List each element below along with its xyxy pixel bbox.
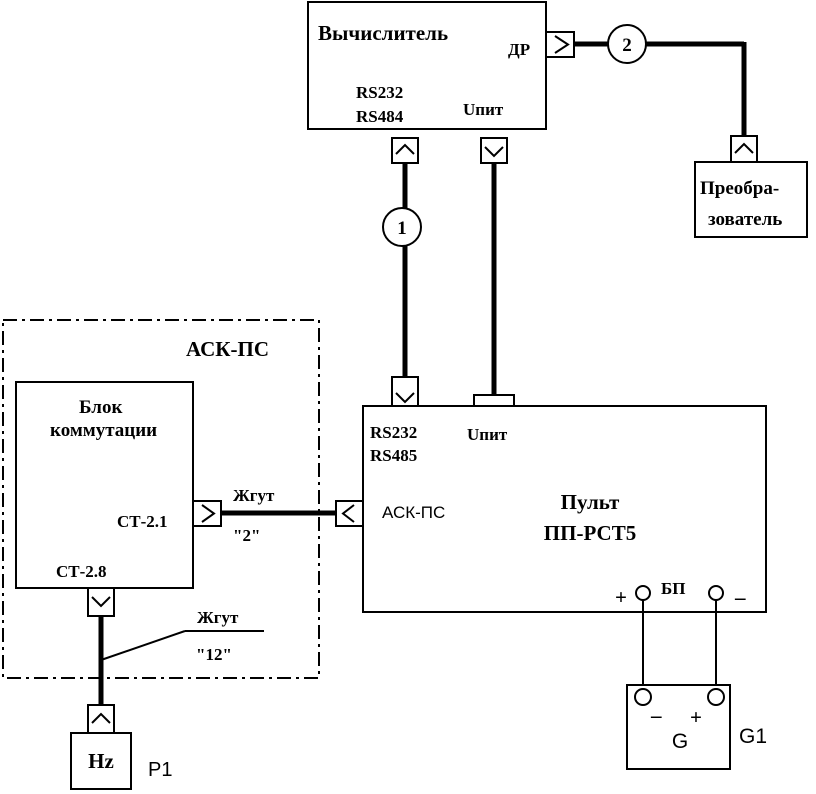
panel-ask-label: АСК-ПС	[382, 503, 445, 522]
g1-label: G1	[739, 725, 767, 748]
panel-rs-connector	[391, 376, 419, 407]
computer-dr-connector	[545, 31, 575, 58]
panel-bp-label: БП	[661, 579, 685, 598]
ask-ps-region: АСК-ПС	[2, 319, 320, 679]
g-right-terminal	[707, 688, 725, 706]
panel-minus-label: –	[734, 585, 746, 609]
harness-12-label-line2: "12"	[196, 645, 232, 664]
hz-connector	[87, 704, 115, 734]
g-plus-label: +	[690, 705, 702, 729]
panel-title-line1: Пульт	[561, 490, 620, 514]
switch-block: Блок коммутации СТ-2.1 СТ-2.8	[15, 381, 194, 589]
panel-rs485-label: RS485	[370, 446, 417, 465]
frequency-meter-p1: Hz P1	[70, 704, 172, 790]
switch-label-line1: Блок	[79, 397, 122, 418]
panel-upit-connector	[473, 394, 515, 407]
switch-ct28-label: СТ-2.8	[56, 562, 107, 581]
harness-12: Жгут "12"	[98, 608, 264, 705]
panel-ask-connector	[335, 500, 364, 527]
computer-rs232-label: RS232	[356, 83, 403, 102]
g-minus-label: –	[650, 703, 662, 727]
panel-minus-terminal	[708, 585, 724, 601]
harness-12-label-line1: Жгут	[197, 608, 239, 627]
switch-ct21-label: СТ-2.1	[117, 512, 168, 531]
switch-ct28-connector	[87, 587, 115, 617]
converter-label-line2: зователь	[708, 209, 782, 230]
computer-upit-connector	[480, 137, 508, 164]
converter-connector	[730, 135, 758, 163]
computer-block: Вычислитель ДР RS232 RS484 Uпит	[307, 1, 547, 130]
harness-2-label-line1: Жгут	[233, 486, 275, 505]
switch-ct21-connector	[192, 500, 222, 527]
panel-plus-terminal	[635, 585, 651, 601]
computer-rs484-label: RS484	[356, 107, 404, 126]
cable-1-number: 1	[397, 218, 407, 239]
converter-label-line1: Преобра-	[700, 178, 779, 199]
p1-label: P1	[148, 759, 172, 781]
control-panel-block: RS232 RS485 Uпит АСК-ПС Пульт ПП-РСТ5 БП…	[362, 405, 767, 613]
panel-plus-label: +	[615, 585, 627, 609]
cable-1: 1	[382, 163, 422, 377]
computer-dr-label: ДР	[508, 40, 530, 59]
switch-label-line2: коммутации	[50, 420, 157, 441]
cable-2-number: 2	[622, 35, 632, 56]
hz-label: Hz	[88, 749, 114, 773]
ask-ps-title: АСК-ПС	[186, 337, 269, 361]
computer-upit-label: Uпит	[463, 100, 504, 119]
converter-block: Преобра- зователь	[694, 161, 808, 238]
g-label: G	[672, 730, 688, 753]
harness-2: Жгут "2"	[221, 486, 336, 545]
cable-2: 2	[574, 24, 747, 136]
panel-rs232-label: RS232	[370, 423, 417, 442]
g-left-terminal	[634, 688, 652, 706]
computer-title: Вычислитель	[318, 21, 448, 45]
power-source-g1: – + G G1	[626, 684, 767, 770]
panel-upit-label: Uпит	[467, 425, 508, 444]
panel-title-line2: ПП-РСТ5	[544, 521, 636, 545]
harness-2-label-line2: "2"	[233, 526, 260, 545]
computer-rs-connector	[391, 137, 419, 164]
